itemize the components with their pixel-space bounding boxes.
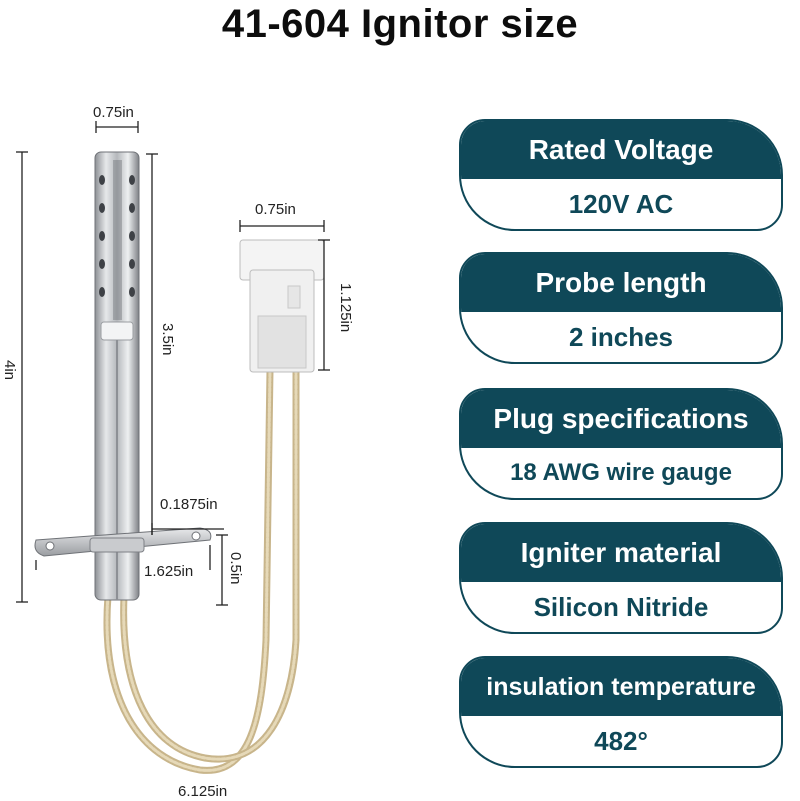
spec-label: Rated Voltage xyxy=(461,121,781,179)
spec-label: Plug specifications xyxy=(461,390,781,448)
spec-value: 2 inches xyxy=(568,321,674,352)
spec-card-probe-length: Probe length 2 inches xyxy=(459,252,783,364)
mounting-bracket xyxy=(34,527,212,557)
probe-holes xyxy=(99,175,135,297)
dim-plug-height: 1.125in xyxy=(337,283,354,333)
spec-value: Silicon Nitride xyxy=(533,591,709,622)
page-title: 41-604 Ignitor size xyxy=(221,2,579,46)
dim-bracket-height: 0.5in xyxy=(227,552,244,585)
spec-card-rated-voltage: Rated Voltage 120V AC xyxy=(459,119,783,231)
dim-probe-width: 0.75in xyxy=(93,104,134,121)
plug-connector xyxy=(239,239,325,373)
probe xyxy=(94,151,140,601)
dim-total-length: 4in xyxy=(1,360,18,381)
spec-card-igniter-material: Igniter material Silicon Nitride xyxy=(459,522,783,634)
dim-plug-width: 0.75in xyxy=(255,201,296,218)
spec-label: insulation temperature xyxy=(461,658,781,716)
spec-label: Probe length xyxy=(461,254,781,312)
spec-value: 482° xyxy=(594,725,648,756)
spec-label: Igniter material xyxy=(461,524,781,582)
wire-pair xyxy=(103,366,300,774)
dim-bracket-width: 1.625in xyxy=(144,563,194,580)
dimension-lines xyxy=(16,121,330,606)
dim-bracket-offset: 0.1875in xyxy=(160,496,218,513)
spec-card-plug-specifications: Plug specifications 18 AWG wire gauge xyxy=(459,388,783,500)
dim-probe-length: 3.5in xyxy=(159,323,176,356)
spec-card-insulation-temperature: insulation temperature 482° xyxy=(459,656,783,768)
spec-value: 18 AWG wire gauge xyxy=(510,459,732,486)
spec-value: 120V AC xyxy=(568,188,674,219)
dim-wire-length: 6.125in xyxy=(178,783,228,800)
